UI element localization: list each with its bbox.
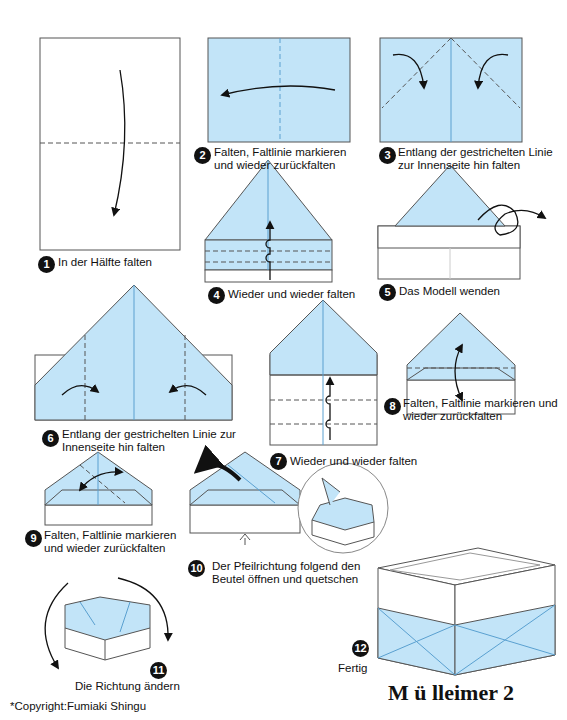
step-number: 6 <box>42 430 59 447</box>
step-instruction: Wieder und wieder falten <box>290 455 450 468</box>
step-number: 5 <box>379 284 396 301</box>
step-instruction: Falten, Faltlinie markieren und wieder z… <box>214 146 364 172</box>
step-number: 7 <box>270 453 287 470</box>
step-instruction: Fertig <box>338 662 378 675</box>
step-number: 10 <box>188 560 205 577</box>
step-number: 9 <box>25 530 42 547</box>
page-title: M ü lleimer 2 <box>388 680 514 706</box>
step-number: 12 <box>352 640 369 657</box>
step-instruction: Falten, Faltlinie markieren und wieder z… <box>44 529 194 555</box>
step-instruction: Die Richtung ändern <box>75 680 205 693</box>
step-number: 8 <box>384 398 401 415</box>
step-instruction: Wieder und wieder falten <box>228 288 358 301</box>
copyright-note: *Copyright:Fumiaki Shingu <box>10 700 210 713</box>
step-instruction: Falten, Faltlinie markieren und wieder z… <box>403 397 561 423</box>
step-instruction: In der Hälfte falten <box>58 256 188 269</box>
step-number: 1 <box>38 256 55 273</box>
step-instruction: Das Modell wenden <box>399 285 539 298</box>
step-instruction: Der Pfeilrichtung folgend den Beutel öff… <box>212 560 362 586</box>
step-number: 2 <box>194 147 211 164</box>
step-number: 4 <box>208 287 225 304</box>
step-instruction: Entlang der gestrichelten Linie zur Inne… <box>62 428 262 454</box>
step-number: 11 <box>150 662 167 679</box>
step-instruction: Entlang der gestrichelten Linie zur Inne… <box>398 146 563 172</box>
step-number: 3 <box>379 147 396 164</box>
